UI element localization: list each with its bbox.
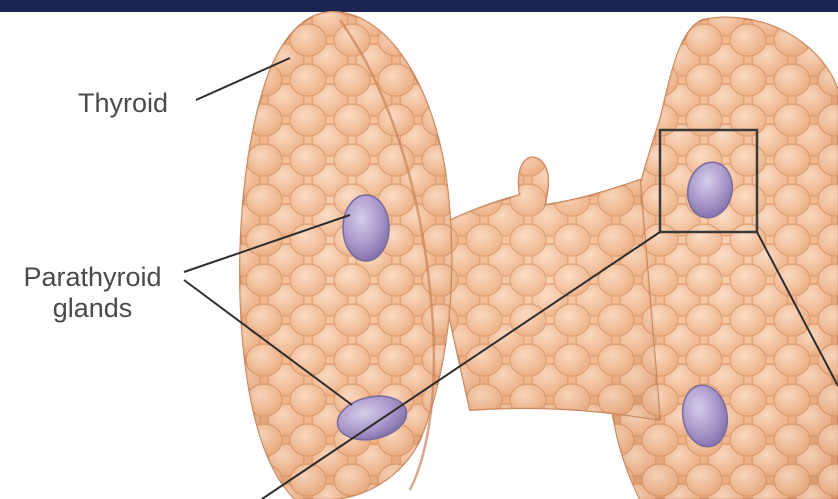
- parathyroid-label-line1: Parathyroid: [5, 262, 180, 293]
- parathyroid-gland-left-upper: [343, 195, 389, 261]
- thyroid-label: Thyroid: [78, 88, 168, 119]
- parathyroid-glands-label: Parathyroid glands: [5, 262, 180, 324]
- parathyroid-label-line2: glands: [5, 293, 180, 324]
- thyroid-isthmus: [430, 157, 660, 420]
